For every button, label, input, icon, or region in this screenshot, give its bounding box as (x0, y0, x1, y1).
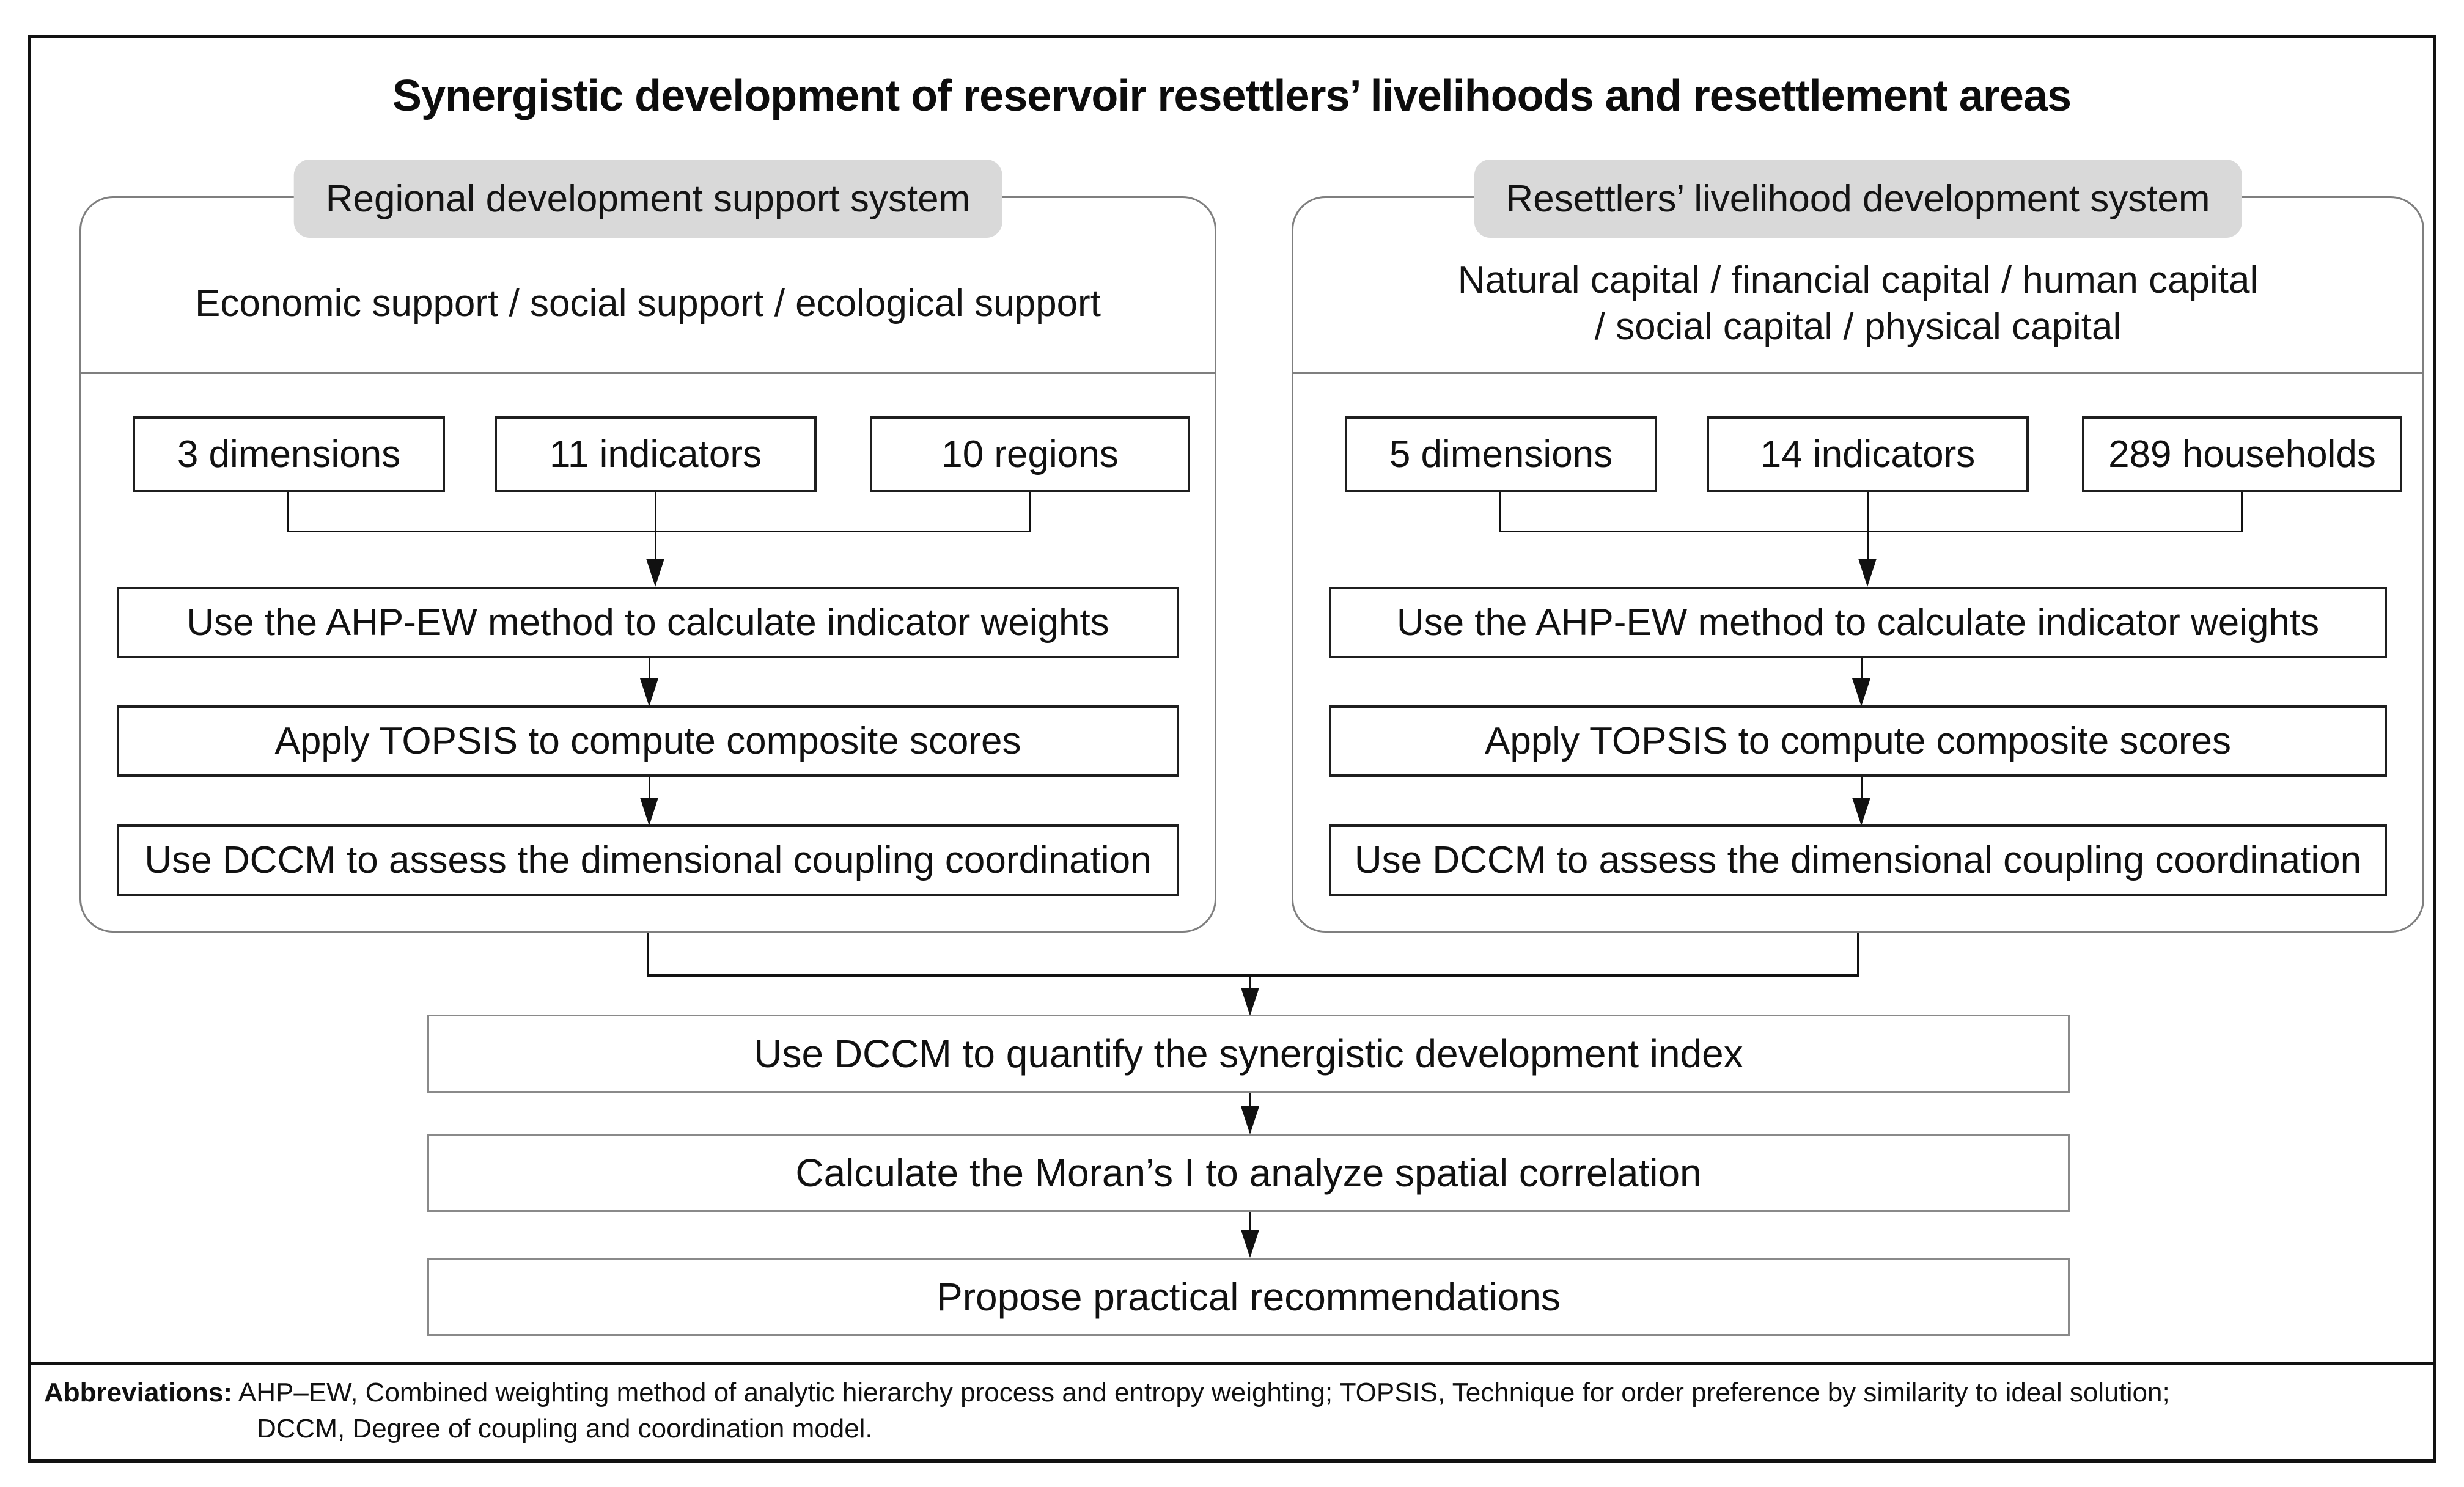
connector-line (1249, 977, 1251, 990)
connector-line (1861, 777, 1863, 799)
down-arrow-icon (1241, 988, 1259, 1016)
down-arrow-icon (1241, 1106, 1259, 1134)
footer-divider (28, 1362, 2436, 1365)
connector-line (655, 492, 656, 560)
abbreviations-label: Abbreviations: (44, 1378, 233, 1408)
description-line: Natural capital / financial capital / hu… (1457, 259, 2259, 302)
input-box-dimensions: 5 dimensions (1345, 416, 1657, 492)
input-box-households: 289 households (2082, 416, 2402, 492)
panel-description-livelihood: Natural capital / financial capital / hu… (1293, 198, 2422, 372)
connector-line (287, 492, 289, 532)
connector-line (647, 974, 1859, 977)
abbreviations-text: Abbreviations: AHP–EW, Combined weightin… (44, 1375, 2416, 1447)
synthesis-box-dccm-index: Use DCCM to quantify the synergistic dev… (427, 1015, 2070, 1093)
abbreviations-line-2: DCCM, Degree of coupling and coordinatio… (257, 1413, 873, 1444)
connector-line (1499, 531, 2243, 532)
connector-line (1857, 933, 1859, 977)
connector-line (1861, 658, 1863, 680)
connector-line (2241, 492, 2243, 532)
panel-tab-livelihood: Resettlers’ livelihood development syste… (1474, 160, 2242, 238)
down-arrow-icon (640, 798, 658, 826)
abbreviations-body-1: AHP–EW, Combined weighting method of ana… (238, 1378, 2170, 1408)
connector-line (1249, 1093, 1251, 1109)
step-box-dccm: Use DCCM to assess the dimensional coupl… (1329, 824, 2387, 896)
down-arrow-icon (1858, 559, 1877, 587)
down-arrow-icon (1241, 1230, 1259, 1258)
step-box-topsis: Apply TOPSIS to compute composite scores (117, 705, 1179, 777)
input-box-indicators: 14 indicators (1707, 416, 2029, 492)
connector-line (1249, 1212, 1251, 1231)
down-arrow-icon (640, 678, 658, 707)
connector-line (649, 777, 650, 799)
step-box-ahp-ew: Use the AHP-EW method to calculate indic… (1329, 587, 2387, 658)
down-arrow-icon (1852, 678, 1870, 707)
figure-title: Synergistic development of reservoir res… (392, 72, 2072, 120)
panel-regional-development: Regional development support system Econ… (79, 160, 1216, 933)
step-box-ahp-ew: Use the AHP-EW method to calculate indic… (117, 587, 1179, 658)
panel-resettlers-livelihood: Resettlers’ livelihood development syste… (1292, 160, 2424, 933)
input-box-dimensions: 3 dimensions (133, 416, 445, 492)
input-box-regions: 10 regions (870, 416, 1190, 492)
connector-line (1867, 492, 1869, 560)
connector-line (287, 531, 1031, 532)
connector-line (647, 933, 649, 977)
down-arrow-icon (646, 559, 664, 587)
panel-description-regional: Economic support / social support / ecol… (81, 198, 1215, 372)
down-arrow-icon (1852, 798, 1870, 826)
panel-tab-regional: Regional development support system (293, 160, 1002, 238)
description-line: / social capital / physical capital (1594, 306, 2122, 348)
step-box-topsis: Apply TOPSIS to compute composite scores (1329, 705, 2387, 777)
abbreviations-line-1: Abbreviations: AHP–EW, Combined weightin… (44, 1375, 2416, 1411)
connector-line (1499, 492, 1501, 532)
description-line: Economic support / social support / ecol… (195, 282, 1101, 325)
connector-line (1029, 492, 1031, 532)
panel-divider (1292, 372, 2424, 374)
connector-line (649, 658, 650, 680)
step-box-dccm: Use DCCM to assess the dimensional coupl… (117, 824, 1179, 896)
panel-divider (79, 372, 1216, 374)
synthesis-box-recommendations: Propose practical recommendations (427, 1258, 2070, 1336)
input-box-indicators: 11 indicators (495, 416, 817, 492)
synthesis-box-morans-i: Calculate the Moran’s I to analyze spati… (427, 1134, 2070, 1212)
